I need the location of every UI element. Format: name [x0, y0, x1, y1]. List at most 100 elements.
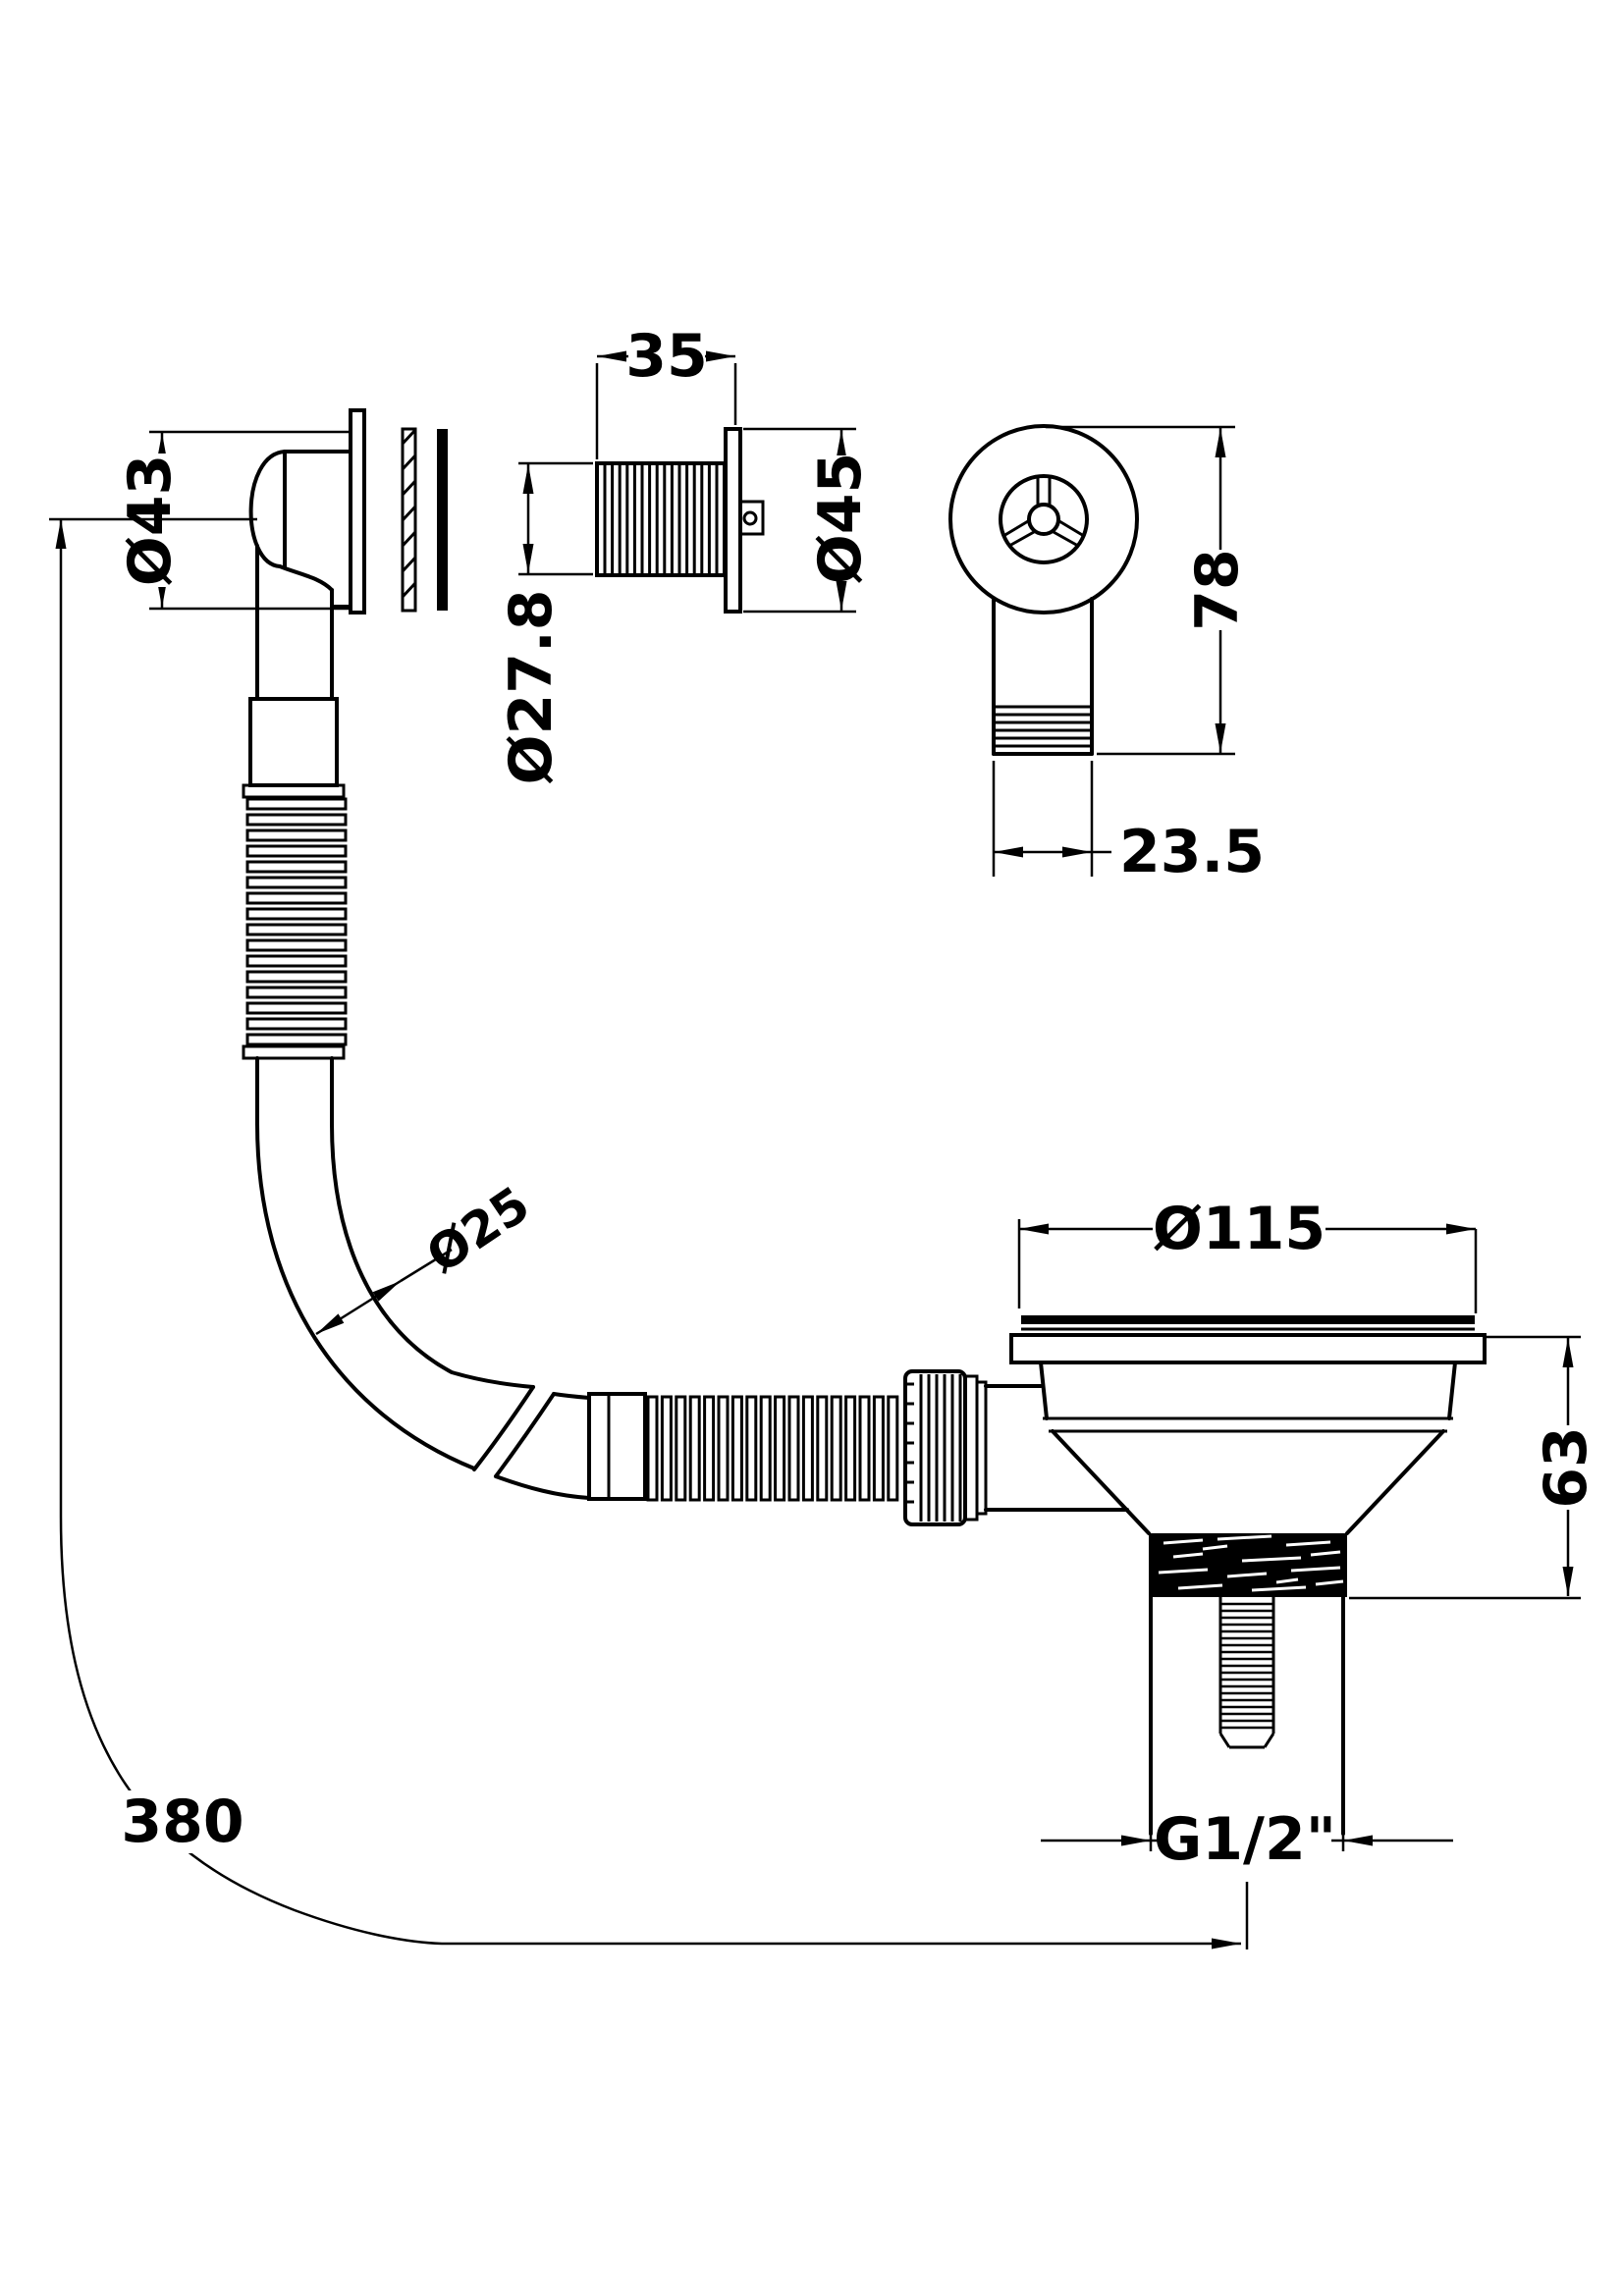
- bend-outer-arc: [255, 1122, 476, 1470]
- dim-overflow-stem-width: 23.5: [992, 761, 1265, 886]
- overflow-inner-ring: [999, 474, 1089, 564]
- bowl-right-wall: [1447, 1361, 1457, 1420]
- dim-label-stud-thread: G1/2": [1154, 1805, 1336, 1874]
- dim-label-hose-length: 380: [121, 1788, 243, 1856]
- hose-rib: [245, 938, 348, 952]
- hose-rib: [245, 860, 348, 874]
- dim-label-hose-dia: Ø25: [416, 1176, 539, 1285]
- thread-texture-dash: [1310, 1550, 1341, 1557]
- overflow-stem-ribs: [995, 705, 1091, 748]
- hose-rib: [688, 1395, 701, 1502]
- hatch-line: [401, 530, 417, 548]
- hose-rib: [703, 1395, 716, 1502]
- flexible-hose-horizontal-run: [587, 1392, 899, 1502]
- dim-label-thread-length: 35: [625, 322, 708, 391]
- hose-rib: [675, 1395, 687, 1502]
- elbow-neck-curve: [278, 564, 334, 592]
- hose-rib: [844, 1395, 857, 1502]
- strainer-flange: [1009, 1333, 1487, 1364]
- hose-horizontal-ribs: [646, 1395, 899, 1502]
- pipe-break-line-1: [472, 1385, 535, 1471]
- hatch-line: [401, 428, 417, 446]
- dim-hose-length: 380: [49, 517, 1241, 1949]
- hatch-line: [401, 454, 417, 471]
- hose-end-sleeve: [587, 1392, 647, 1501]
- nut-knurling: [905, 1374, 962, 1522]
- gasket-rubber-washer: [437, 429, 448, 611]
- nut-step-ring-2: [975, 1380, 988, 1516]
- sink-strainer-waste: [1009, 1315, 1487, 1836]
- hatch-line: [401, 556, 417, 573]
- thread-texture-dash: [1290, 1566, 1341, 1573]
- hose-rib: [245, 813, 348, 827]
- hose-rib: [245, 1001, 348, 1015]
- dim-stud-thread: G1/2": [1041, 1787, 1453, 1949]
- bend-inner-arc-end: [552, 1392, 591, 1400]
- overflow-face-front-view: [948, 424, 1139, 756]
- bowl-cone-right: [1345, 1429, 1445, 1535]
- hose-rib: [745, 1395, 758, 1502]
- thread-texture-dash: [1315, 1579, 1344, 1586]
- hatch-line: [401, 505, 417, 522]
- hose-rib: [245, 844, 348, 858]
- hose-rib: [245, 954, 348, 968]
- bowl-cone-left: [1051, 1429, 1151, 1535]
- dim-label-flange-dia: Ø45: [806, 453, 875, 585]
- overflow-tailpiece-side-view: [595, 427, 765, 614]
- fixing-stud: [1218, 1597, 1275, 1749]
- hose-vertical-ribs: [245, 797, 348, 1046]
- hose-rib: [816, 1395, 829, 1502]
- hose-rib: [245, 907, 348, 921]
- hose-rib: [787, 1395, 800, 1502]
- dim-strainer-flange-dia: Ø115: [1017, 1195, 1478, 1313]
- hose-rib: [759, 1395, 772, 1502]
- hose-rib: [245, 797, 348, 811]
- thread-texture-dash: [1275, 1577, 1299, 1584]
- tailpiece-threaded-body: [595, 461, 727, 577]
- dim-tailpiece-thread-length: 35: [595, 322, 737, 459]
- hose-rib: [660, 1395, 673, 1502]
- dim-tailpiece-thread-dia: Ø27.8: [497, 461, 593, 785]
- dim-strainer-body-height: 63: [1349, 1335, 1600, 1600]
- hose-rib: [801, 1395, 814, 1502]
- bowl-left-wall: [1039, 1361, 1049, 1420]
- hose-rib: [717, 1395, 730, 1502]
- dim-hose-dia: Ø25: [315, 1176, 540, 1336]
- dim-curve: [55, 519, 1241, 1949]
- strainer-top-lip: [1021, 1315, 1475, 1324]
- tailpiece-lug-hole: [742, 510, 758, 526]
- overflow-hub: [1027, 503, 1060, 536]
- thread-texture-dash: [1241, 1556, 1302, 1563]
- hose-rib: [858, 1395, 871, 1502]
- hose-coupling-nut: [903, 1369, 1129, 1526]
- dim-label-strainer-dia: Ø115: [1153, 1195, 1325, 1263]
- hose-rib: [245, 970, 348, 984]
- dim-label-stem-width: 23.5: [1119, 818, 1265, 886]
- stud-thread-lines: [1221, 1602, 1272, 1730]
- thread-texture-dash: [1251, 1585, 1307, 1592]
- hose-rib: [245, 876, 348, 889]
- elbow-flange-plate: [349, 408, 366, 614]
- tailpiece-thread-lines: [603, 465, 719, 573]
- hose-rib: [245, 1033, 348, 1046]
- hose-lower-collar: [242, 1044, 346, 1060]
- hose-rib: [774, 1395, 786, 1502]
- bend-outer-arc-end: [494, 1474, 591, 1500]
- flexible-hose-vertical-run: [242, 697, 348, 1126]
- hose-upper-sleeve: [248, 697, 339, 787]
- overflow-outer-ring: [948, 424, 1139, 614]
- hose-rib: [245, 828, 348, 842]
- tailpiece-flange: [724, 427, 742, 614]
- thread-texture-dash: [1285, 1540, 1331, 1547]
- pipe-break-line-2: [494, 1392, 556, 1478]
- hose-rib: [887, 1395, 899, 1502]
- dim-arrow: [315, 1279, 402, 1336]
- hose-rib: [245, 1017, 348, 1031]
- gasket-hatch-lines: [401, 428, 417, 599]
- hose-rib: [872, 1395, 885, 1502]
- dim-label-overflow-height: 78: [1183, 549, 1252, 631]
- dim-label-thread-dia: Ø27.8: [497, 589, 566, 784]
- hatch-line: [401, 581, 417, 599]
